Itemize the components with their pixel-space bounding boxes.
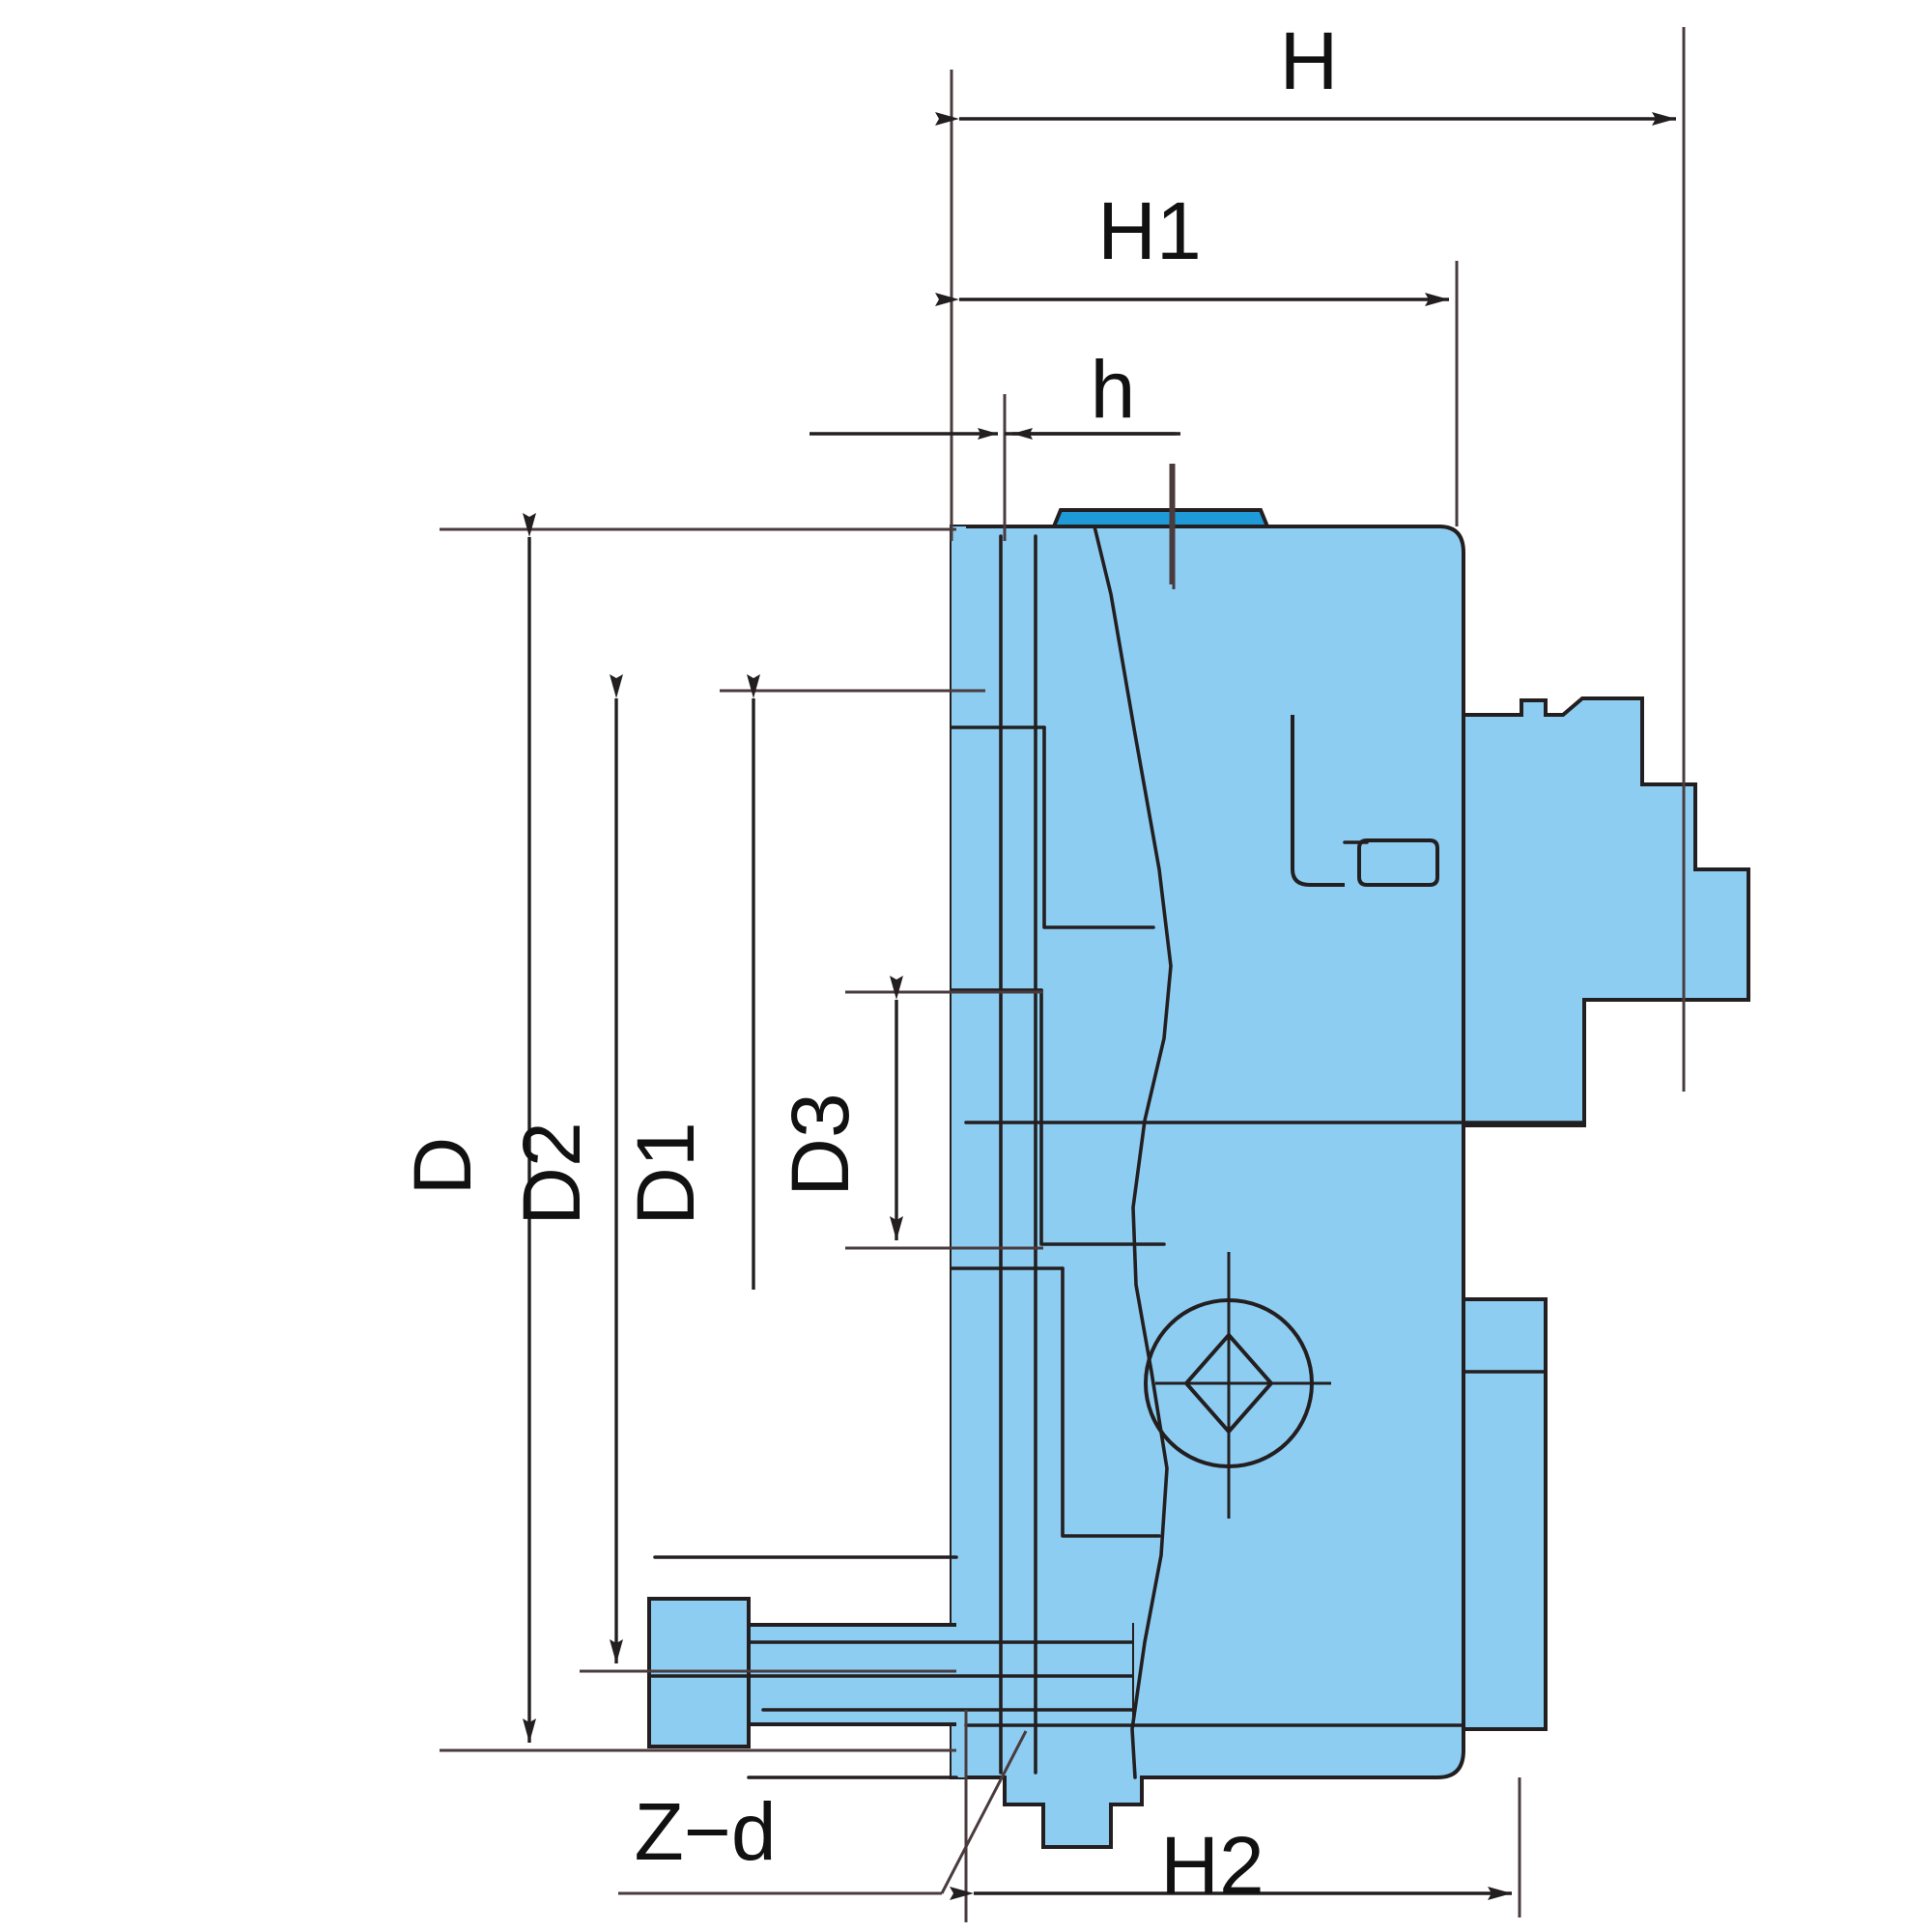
dimension-labels: H H1 h H2 D D2 D1 D3 Z−d [397, 15, 1338, 1911]
chuck-boss-keyway [1357, 838, 1439, 887]
dim-label-D: D [397, 1137, 488, 1196]
dimension-lines [523, 112, 1676, 1900]
dim-label-Zd: Z−d [634, 1786, 776, 1877]
dim-label-H: H [1280, 15, 1339, 106]
chuck-boss-inner-slot [1291, 715, 1345, 887]
dim-label-h: h [1091, 344, 1136, 435]
jaw-scroll-profile [1093, 525, 1173, 1779]
jaw-step-mid [1039, 988, 1166, 1246]
chuck-lower-jaw-block [1462, 1297, 1548, 1731]
dim-label-D1: D1 [620, 1122, 711, 1225]
chuck-left-flange [952, 526, 966, 1777]
dim-label-D2: D2 [506, 1122, 597, 1225]
dim-label-H2: H2 [1160, 1820, 1264, 1911]
leader-zd-diagonal [940, 1730, 1028, 1894]
chuck-body-group [647, 508, 1750, 1849]
dim-label-H1: H1 [1097, 185, 1201, 276]
chuck-top-accent-strip [1051, 508, 1270, 528]
jaw-step-upper [1042, 725, 1155, 929]
chuck-main-body [950, 525, 1465, 1849]
chuck-internal-lines [650, 525, 1750, 1779]
dim-label-D3: D3 [775, 1093, 866, 1196]
jaw-step-lower [1061, 1266, 1161, 1538]
pinion-socket-group [1144, 1252, 1331, 1519]
chuck-upper-boss [1462, 696, 1750, 1127]
